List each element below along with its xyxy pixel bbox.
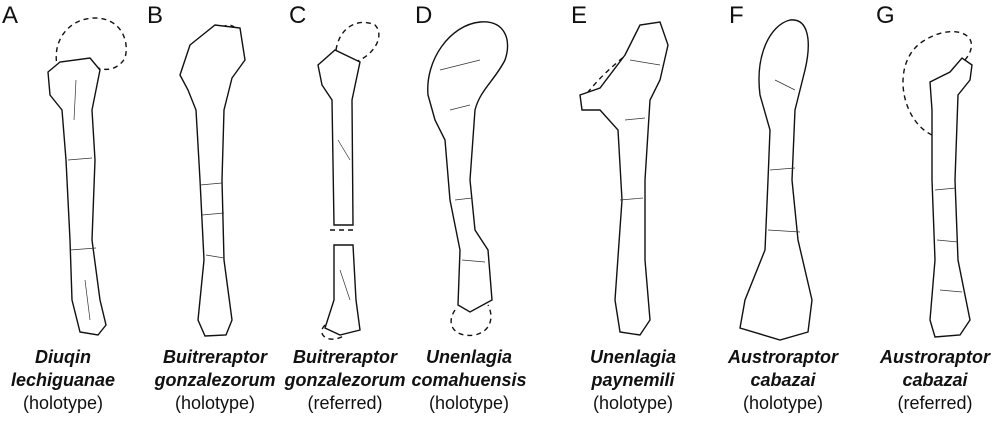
species-name: Diuqin [35,347,91,367]
species-epithet: lechiguanae [10,370,116,390]
species-epithet: cabazai [750,370,816,390]
panel-letter-b: B [147,2,164,29]
species-name: Austroraptor [727,347,838,367]
bone-e [579,21,669,336]
bone-f [739,19,813,341]
species-name: Unenlagia [589,347,677,367]
bone-c [317,21,380,340]
species-name: Buitreraptor [292,347,397,367]
panel-letter-g: G [876,2,895,29]
species-name: Austroraptor [879,347,990,367]
specimen-status: (holotype) [22,393,104,413]
panel-letter-f: F [729,2,744,29]
specimen-status: (holotype) [174,393,256,413]
specimen-status: (referred) [307,393,383,413]
specimen-status: (referred) [897,393,973,413]
bone-a [47,17,127,336]
species-epithet: gonzalezorum [284,370,406,390]
species-name: Buitreraptor [162,347,267,367]
specimen-status: (holotype) [742,393,824,413]
panel-letter-e: E [571,2,588,29]
panel-letter-c: C [289,2,307,29]
caption-g: Austroraptor cabazai (referred) [855,346,1004,415]
caption-c: Buitreraptor gonzalezorum (referred) [265,346,425,415]
bone-g [902,30,973,338]
panel-letter-d: D [415,2,433,29]
species-epithet: paynemili [591,370,675,390]
caption-e: Unenlagia paynemili (holotype) [553,346,713,415]
caption-d: Unenlagia comahuensis (holotype) [389,346,549,415]
bone-b [179,24,246,337]
specimen-status: (holotype) [428,393,510,413]
species-epithet: comahuensis [411,370,527,390]
caption-f: Austroraptor cabazai (holotype) [703,346,863,415]
caption-a: Diuqin lechiguanae (holotype) [0,346,143,415]
species-epithet: gonzalezorum [154,370,276,390]
bone-d [427,21,509,337]
specimen-status: (holotype) [592,393,674,413]
caption-b: Buitreraptor gonzalezorum (holotype) [135,346,295,415]
panel-letter-a: A [2,2,19,29]
species-name: Unenlagia [425,347,513,367]
species-epithet: cabazai [902,370,968,390]
